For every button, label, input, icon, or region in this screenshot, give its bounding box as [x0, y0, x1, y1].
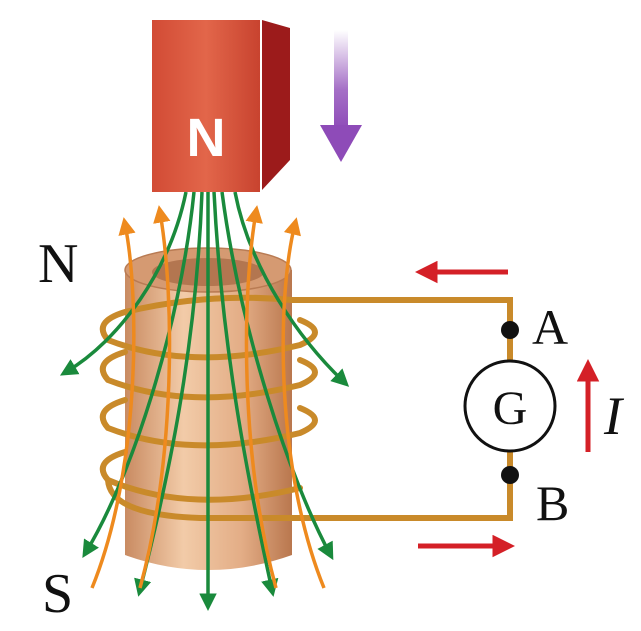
terminal-a-label: A — [532, 299, 568, 355]
terminal-b-label: B — [536, 475, 569, 531]
bar-magnet: N — [152, 20, 290, 192]
current-label: I — [603, 386, 625, 446]
coil-top-pole-label: N — [38, 233, 78, 295]
terminal-b-dot — [501, 466, 519, 484]
coil-bottom-pole-label: S — [42, 563, 73, 625]
magnet-pole-label: N — [187, 108, 226, 168]
galvanometer-label: G — [493, 382, 528, 435]
magnet-field-lines — [59, 191, 350, 611]
terminal-a-dot — [501, 321, 519, 339]
current-arrows — [415, 260, 600, 558]
induced-field-lines — [90, 205, 326, 589]
galvanometer: G — [463, 359, 557, 453]
magnet-motion-arrow — [320, 30, 362, 162]
coil — [99, 294, 513, 521]
